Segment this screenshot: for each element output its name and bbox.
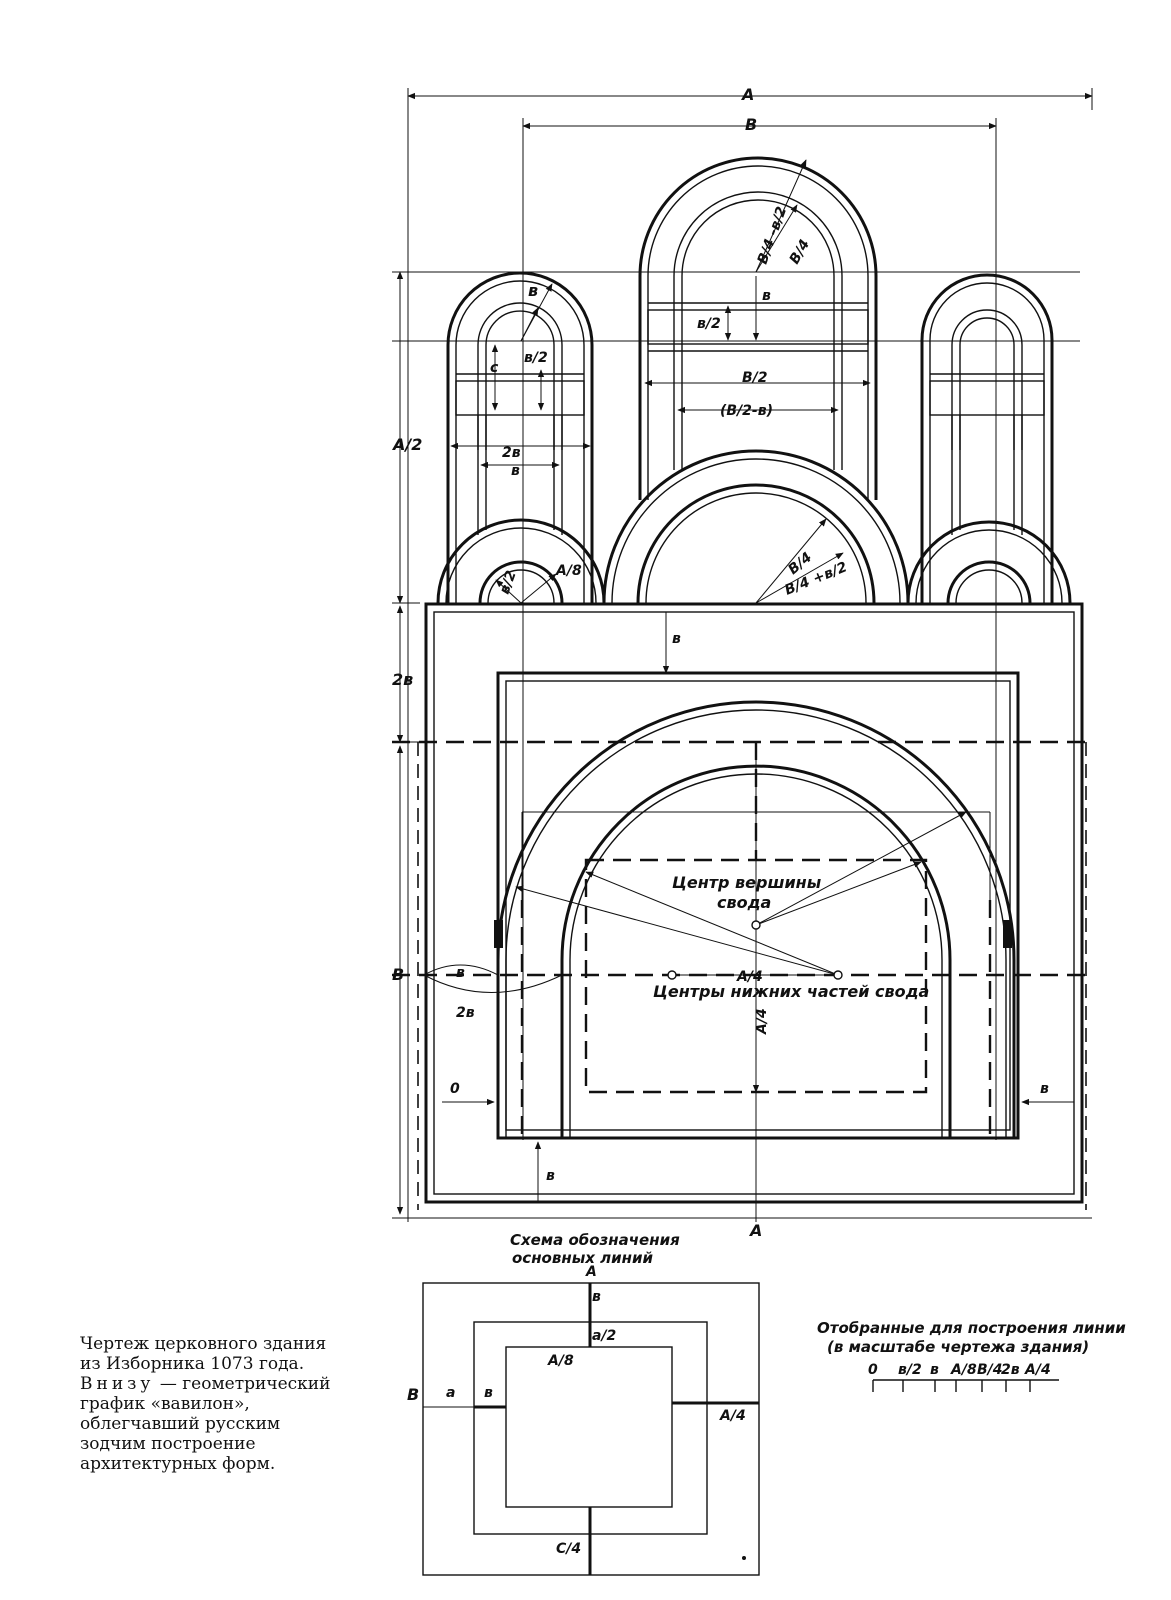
label-2b-left: 2в bbox=[392, 670, 413, 689]
scheme-title-1: Схема обозначения bbox=[510, 1231, 680, 1249]
label-A-bottom: A bbox=[748, 1221, 762, 1240]
label-b-right: в bbox=[1040, 1081, 1049, 1097]
label-b-center: в bbox=[762, 288, 771, 304]
scale-tick-label: 2в bbox=[1001, 1362, 1020, 1378]
label-b-bottom: в bbox=[546, 1168, 555, 1184]
scale-tick-label: A/4 bbox=[1024, 1362, 1051, 1378]
scheme-title-2: основных линий bbox=[512, 1249, 654, 1267]
label-c: c bbox=[490, 360, 499, 376]
main-body bbox=[392, 602, 1092, 1210]
caption-line-7: архитектурных форм. bbox=[80, 1454, 276, 1474]
label-2b-tower: 2в bbox=[502, 445, 521, 461]
caption-line-3-rest: — геометрический bbox=[154, 1374, 331, 1394]
caption-line-3-emphasis: Внизу bbox=[80, 1374, 155, 1394]
caption-line-2: из Изборника 1073 года. bbox=[80, 1354, 305, 1374]
caption-line-6: зодчим построение bbox=[80, 1434, 256, 1454]
scale-title-1: Отобранные для построения линии bbox=[817, 1319, 1126, 1337]
label-B4-b2: В/4 -в/2 bbox=[755, 205, 791, 267]
scheme-label-B: В bbox=[407, 1385, 419, 1404]
scheme-label-b-left: в bbox=[484, 1385, 493, 1401]
scheme-label-b: в bbox=[592, 1289, 601, 1305]
label-b2-left-tower: в/2 bbox=[524, 350, 548, 366]
label-b-top-body: в bbox=[672, 631, 681, 647]
scheme-label-A: A bbox=[585, 1264, 597, 1280]
label-B2-b: (В/2-в) bbox=[720, 403, 773, 419]
scale-tick-label: В/4 bbox=[977, 1362, 1003, 1378]
right-tower bbox=[906, 273, 1072, 604]
label-B2-center: В/2 bbox=[742, 370, 768, 386]
label-center-top2: свода bbox=[717, 893, 771, 912]
caption-line-4: график «вавилон», bbox=[80, 1394, 250, 1414]
scheme-label-A4: A/4 bbox=[719, 1408, 746, 1424]
dimension-lines bbox=[392, 88, 1093, 1222]
scheme-label-a: a bbox=[446, 1385, 455, 1401]
label-B-top: B bbox=[745, 115, 757, 134]
label-b-arc: в bbox=[456, 965, 465, 981]
scale-bar: Отобранные для построения линии (в масшт… bbox=[817, 1319, 1126, 1392]
label-center-top: Центр вершины bbox=[672, 873, 822, 892]
caption: Чертеж церковного здания из Изборника 10… bbox=[80, 1334, 380, 1474]
scale-tick-label: A/8 bbox=[950, 1362, 977, 1378]
scale-tick-label: в/2 bbox=[898, 1362, 922, 1378]
label-b2-center: в/2 bbox=[697, 316, 721, 332]
scheme-diagram: Схема обозначения основных линий A в a/2… bbox=[407, 1231, 760, 1576]
scale-title-2: (в масштабе чертежа здания) bbox=[827, 1338, 1089, 1356]
label-A2: A/2 bbox=[391, 435, 422, 454]
scale-tick-label: 0 bbox=[868, 1362, 878, 1378]
caption-line-1: Чертеж церковного здания bbox=[80, 1334, 327, 1354]
label-b-left-tower: в bbox=[528, 281, 538, 300]
caption-line-5: облегчавший русским bbox=[80, 1414, 281, 1434]
label-A4-horizontal: A/4 bbox=[736, 969, 763, 985]
label-A8: A/8 bbox=[555, 563, 582, 579]
label-zero: 0 bbox=[450, 1081, 460, 1097]
label-centers-low: Центры нижних частей свода bbox=[653, 982, 929, 1001]
label-2b-arc: 2в bbox=[456, 1005, 475, 1021]
left-tower bbox=[436, 271, 606, 604]
label-A4-vertical: A/4 bbox=[754, 1008, 770, 1035]
scheme-label-a2: a/2 bbox=[592, 1328, 616, 1344]
label-A-top: A bbox=[740, 85, 754, 104]
label-B-left: В bbox=[392, 965, 404, 984]
label-b-tower: в bbox=[511, 463, 520, 479]
scheme-label-C4: C/4 bbox=[556, 1541, 581, 1557]
label-b2-dome: в/2 bbox=[497, 569, 520, 597]
label-B4-center: В/4 bbox=[787, 237, 814, 267]
scale-tick-label: в bbox=[930, 1362, 939, 1378]
caption-line-3: Внизу — геометрический bbox=[80, 1374, 380, 1394]
scheme-label-A8: A/8 bbox=[547, 1353, 574, 1369]
center-tower bbox=[602, 156, 910, 604]
